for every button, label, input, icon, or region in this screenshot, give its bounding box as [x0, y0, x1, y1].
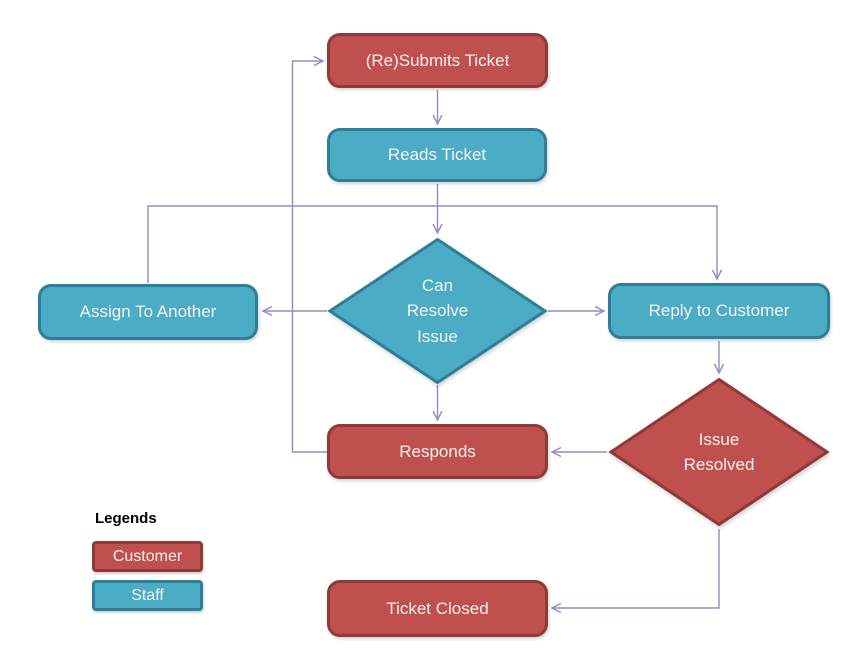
node-can-resolve-issue-label: Can Resolve Issue [406, 275, 469, 346]
edge-assign-to-reply [147, 205, 723, 283]
node-resubmits-ticket-label: (Re)Submits Ticket [365, 50, 510, 70]
node-ticket-closed-label: Ticket Closed [386, 598, 489, 618]
diamond-shape [327, 237, 548, 385]
legend-title: Legends [95, 510, 157, 527]
legend-item-staff: Staff [92, 580, 203, 611]
node-ticket-closed: Ticket Closed [327, 580, 548, 637]
edge-issue-resolved-to-closed [550, 529, 720, 614]
node-resubmits-ticket: (Re)Submits Ticket [327, 33, 548, 88]
node-assign-to-another-label: Assign To Another [79, 302, 217, 321]
node-issue-resolved-label: Issue Resolved [683, 429, 755, 475]
node-reply-to-customer: Reply to Customer [608, 283, 830, 339]
diamond-shape [608, 377, 830, 527]
node-assign-to-another: Assign To Another [38, 284, 258, 340]
node-reply-to-customer-label: Reply to Customer [648, 301, 790, 320]
legend-item-staff-label: Staff [131, 586, 164, 604]
node-responds-label: Responds [399, 441, 476, 461]
node-reads-ticket-label: Reads Ticket [387, 145, 487, 164]
node-can-resolve-issue: Can Resolve Issue [327, 237, 548, 385]
legend-item-customer-label: Customer [112, 547, 183, 565]
edge-responds-to-resubmits [291, 55, 327, 453]
node-issue-resolved: Issue Resolved [608, 377, 830, 527]
node-responds: Responds [327, 424, 548, 479]
legend-item-customer: Customer [92, 541, 203, 572]
node-reads-ticket: Reads Ticket [327, 128, 547, 182]
